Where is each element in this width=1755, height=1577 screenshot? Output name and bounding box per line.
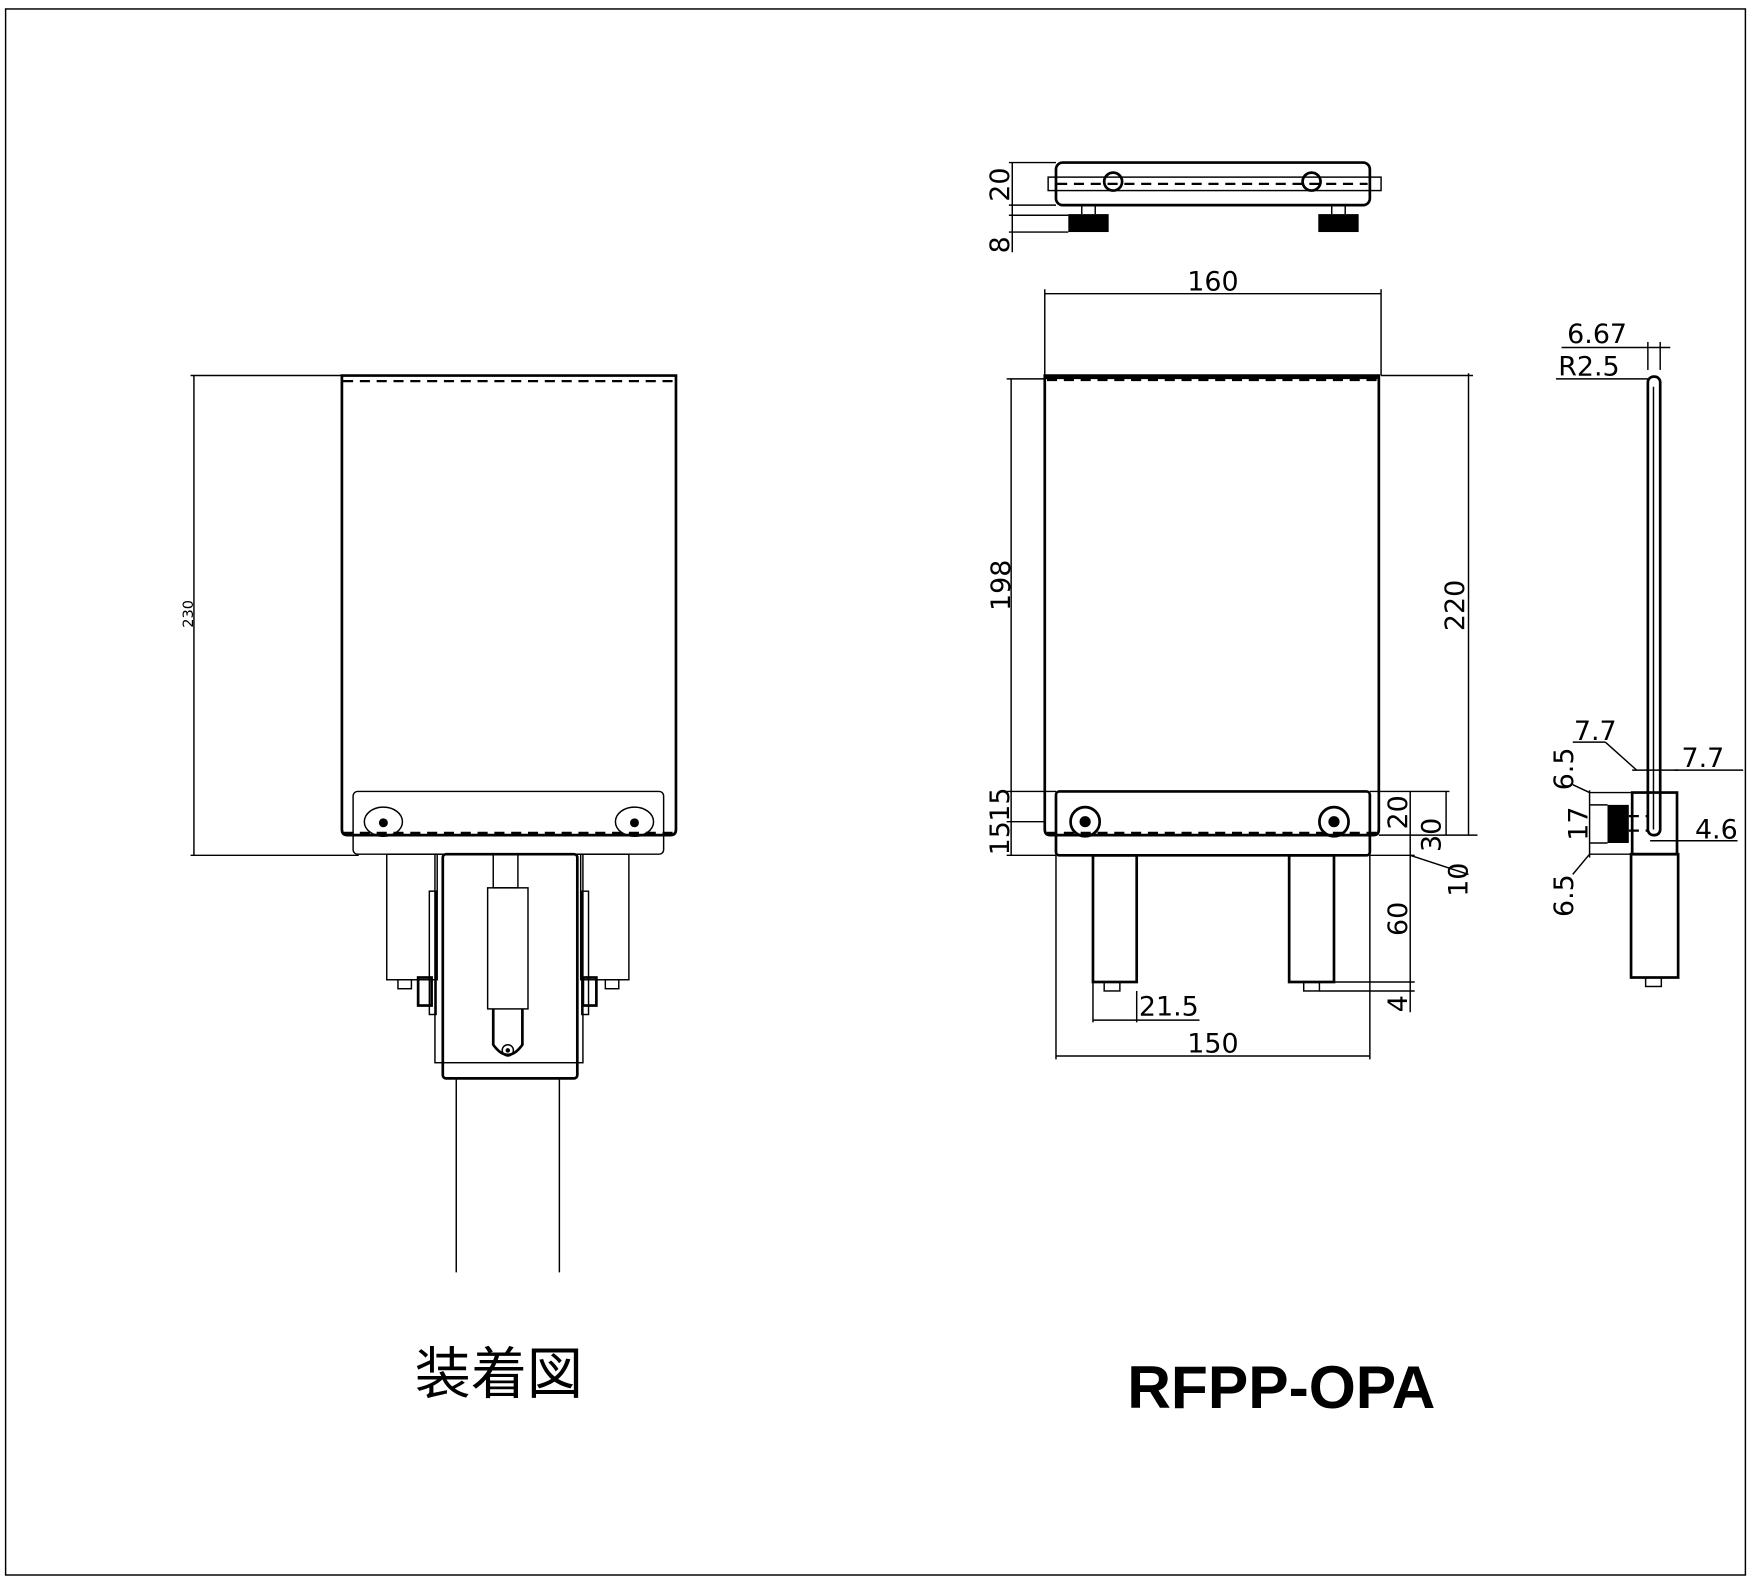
post-right bbox=[1287, 853, 1336, 984]
dim-230: 230 bbox=[180, 600, 197, 628]
assembly-view: 230 bbox=[180, 374, 678, 1273]
assembly-label: 装着図 bbox=[415, 1342, 583, 1407]
dim-17: 17 bbox=[1563, 807, 1594, 841]
dim-6-5-upper: 6.5 bbox=[1549, 748, 1580, 791]
dim-160: 160 bbox=[1187, 266, 1238, 297]
dim-30: 30 bbox=[1416, 818, 1447, 852]
dim-15b: 15 bbox=[985, 787, 1016, 821]
dim-20: 20 bbox=[1383, 795, 1414, 829]
dim-220: 220 bbox=[1440, 580, 1471, 631]
dim-21-5: 21.5 bbox=[1139, 992, 1199, 1023]
dim-10: 10 bbox=[1443, 863, 1474, 897]
dim-r2-5: R2.5 bbox=[1558, 352, 1619, 383]
dim-6-67: 6.67 bbox=[1567, 319, 1627, 350]
dim-198: 198 bbox=[986, 560, 1017, 611]
front-bracket bbox=[1054, 790, 1372, 857]
dim-150: 150 bbox=[1187, 1029, 1238, 1060]
side-view: 6.67 R2.5 7.7 7.7 6.5 17 6.5 4.6 bbox=[1549, 319, 1744, 988]
front-plate bbox=[1043, 374, 1381, 837]
dim-60: 60 bbox=[1383, 902, 1414, 936]
dim-7-7-right: 7.7 bbox=[1682, 743, 1725, 774]
dim-4-6: 4.6 bbox=[1695, 815, 1738, 846]
side-plate bbox=[1646, 375, 1662, 837]
bracket bbox=[352, 790, 665, 855]
dim-4: 4 bbox=[1383, 995, 1414, 1012]
sheet-border bbox=[4, 8, 1747, 1576]
dim-7-7-left: 7.7 bbox=[1574, 716, 1617, 747]
drawing-title: RFPP-OPA bbox=[1127, 1353, 1435, 1421]
dim-15a: 15 bbox=[985, 821, 1016, 855]
dim-top-20: 20 bbox=[985, 168, 1016, 202]
dim-top-8: 8 bbox=[985, 236, 1016, 253]
post-left bbox=[1091, 853, 1139, 984]
front-view: 160 198 220 15 15 20 30 10 60 4 bbox=[985, 266, 1478, 1060]
plate bbox=[340, 374, 678, 837]
dim-6-5-lower: 6.5 bbox=[1549, 874, 1580, 917]
top-view: 20 8 bbox=[985, 161, 1382, 253]
